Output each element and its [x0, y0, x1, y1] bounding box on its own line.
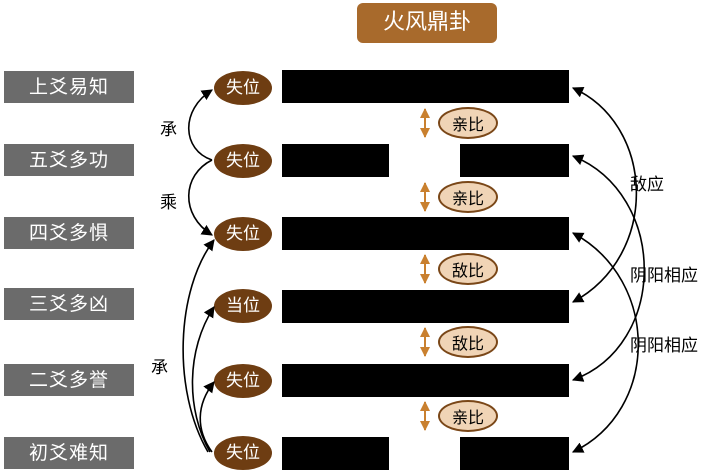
arrow-first-to-third — [191, 306, 215, 453]
relation-badge-3: 敌比 — [438, 253, 498, 285]
arrow-yinyang-5-2 — [571, 154, 645, 382]
yao-label-first: 初爻难知 — [4, 437, 134, 469]
position-badge-first: 失位 — [214, 436, 272, 470]
label-cheng-bottom: 承 — [151, 358, 168, 378]
label-yinyang-1: 阴阳相应 — [630, 266, 698, 286]
yin-line-fifth-right — [460, 144, 569, 177]
diagram-title: 火风鼎卦 — [357, 3, 497, 43]
yin-line-first-left — [282, 437, 389, 470]
yang-line-fourth — [282, 217, 569, 250]
yang-line-second — [282, 364, 569, 397]
arrow-cheng-5-to-4 — [188, 159, 213, 236]
label-cheng-top: 承 — [160, 120, 177, 140]
arrow-cheng-5-to-6 — [188, 89, 213, 161]
position-badge-top: 失位 — [214, 71, 272, 105]
label-cheng-ride: 乘 — [160, 193, 177, 213]
yin-line-fifth-left — [282, 144, 389, 177]
relation-badge-5: 亲比 — [438, 400, 498, 432]
relation-badge-4: 敌比 — [438, 326, 498, 358]
relation-badge-2: 亲比 — [438, 181, 498, 213]
yin-line-first-right — [460, 437, 569, 470]
position-badge-fifth: 失位 — [214, 144, 272, 178]
yao-label-top: 上爻易知 — [4, 71, 134, 103]
arrow-first-to-fourth — [182, 239, 215, 453]
position-badge-second: 失位 — [214, 364, 272, 398]
relation-badge-1: 亲比 — [438, 107, 498, 139]
yao-label-fifth: 五爻多功 — [4, 144, 134, 176]
yao-label-fourth: 四爻多惧 — [4, 217, 134, 249]
arrow-yinyang-4-1 — [571, 232, 639, 453]
arrow-first-to-second — [199, 381, 215, 453]
position-badge-third: 当位 — [214, 289, 272, 323]
position-badge-fourth: 失位 — [214, 217, 272, 251]
label-diying: 敌应 — [630, 175, 664, 195]
yang-line-top — [282, 70, 569, 103]
yang-line-third — [282, 290, 569, 323]
yao-label-third: 三爻多凶 — [4, 288, 134, 320]
arrow-diying — [571, 87, 638, 303]
label-yinyang-2: 阴阳相应 — [630, 336, 698, 356]
yao-label-second: 二爻多誉 — [4, 364, 134, 396]
